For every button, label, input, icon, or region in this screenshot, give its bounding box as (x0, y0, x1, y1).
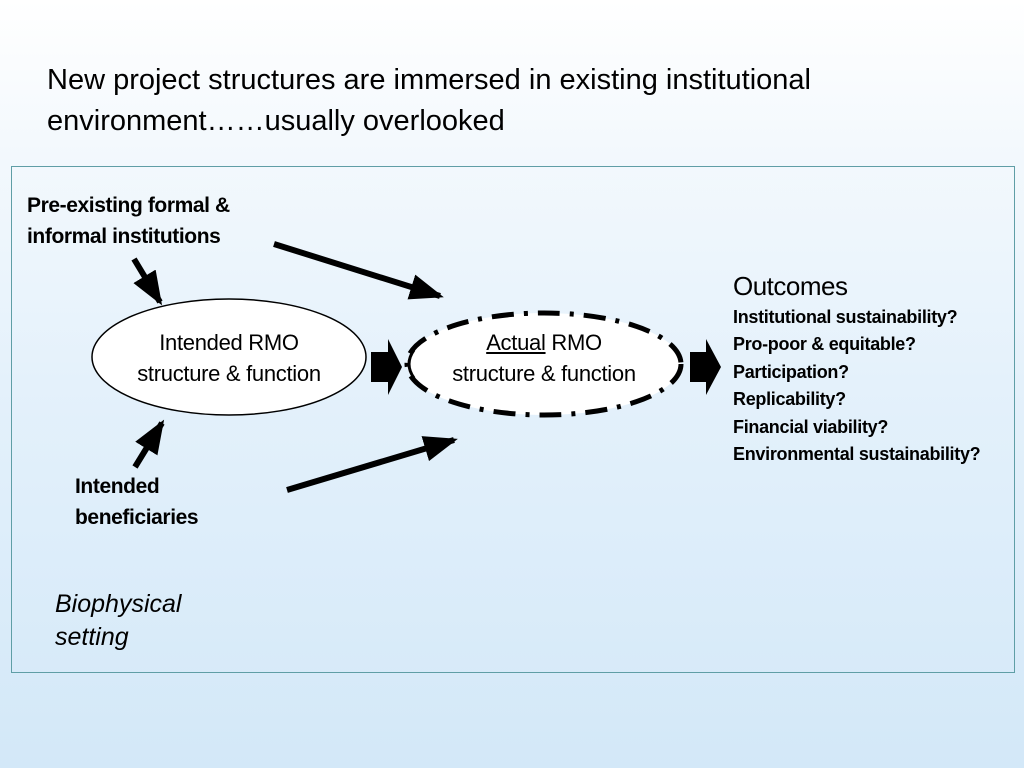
biophysical-setting-label: Biophysical setting (55, 590, 182, 651)
arrow-pre-existing-to-actual (273, 241, 444, 300)
outcome-item: Participation? (733, 361, 849, 382)
block-arrow-intended-to-actual (371, 339, 402, 395)
block-arrow-actual-to-outcomes (690, 339, 721, 395)
intended-rmo-ellipse (91, 298, 367, 416)
outcome-item: Institutional sustainability? (733, 307, 958, 327)
outcomes-list: Institutional sustainability? Pro-poor &… (733, 304, 981, 468)
actual-rmo-ellipse (404, 310, 684, 418)
intended-rmo-label: Intended RMO structure & function (137, 330, 321, 386)
biophysical-setting-frame (11, 166, 1015, 673)
outcome-item: Environmental sustainability? (733, 444, 981, 465)
slide-title-line-2: environment……usually overlooked (47, 105, 505, 137)
outcome-item: Replicability? (733, 389, 846, 410)
actual-rmo-bracket (407, 349, 416, 379)
outcome-item: Financial viability? (733, 416, 889, 437)
slide-title-line-1: New project structures are immersed in e… (47, 64, 811, 96)
intended-beneficiaries-label: Intended beneficiaries (75, 475, 199, 529)
slide-title: New project structures are immersed in e… (47, 60, 987, 142)
actual-rmo-label: Actual RMO structure & function (452, 330, 636, 386)
actual-word: Actual (486, 330, 546, 355)
pre-existing-institutions-label: Pre-existing formal & informal instituti… (27, 194, 230, 248)
arrow-beneficiaries-to-intended (132, 419, 165, 469)
outcome-item: Pro-poor & equitable? (733, 334, 916, 355)
arrow-pre-existing-to-intended (131, 257, 163, 306)
outcomes-heading: Outcomes (733, 271, 848, 301)
arrow-beneficiaries-to-actual (286, 436, 458, 493)
